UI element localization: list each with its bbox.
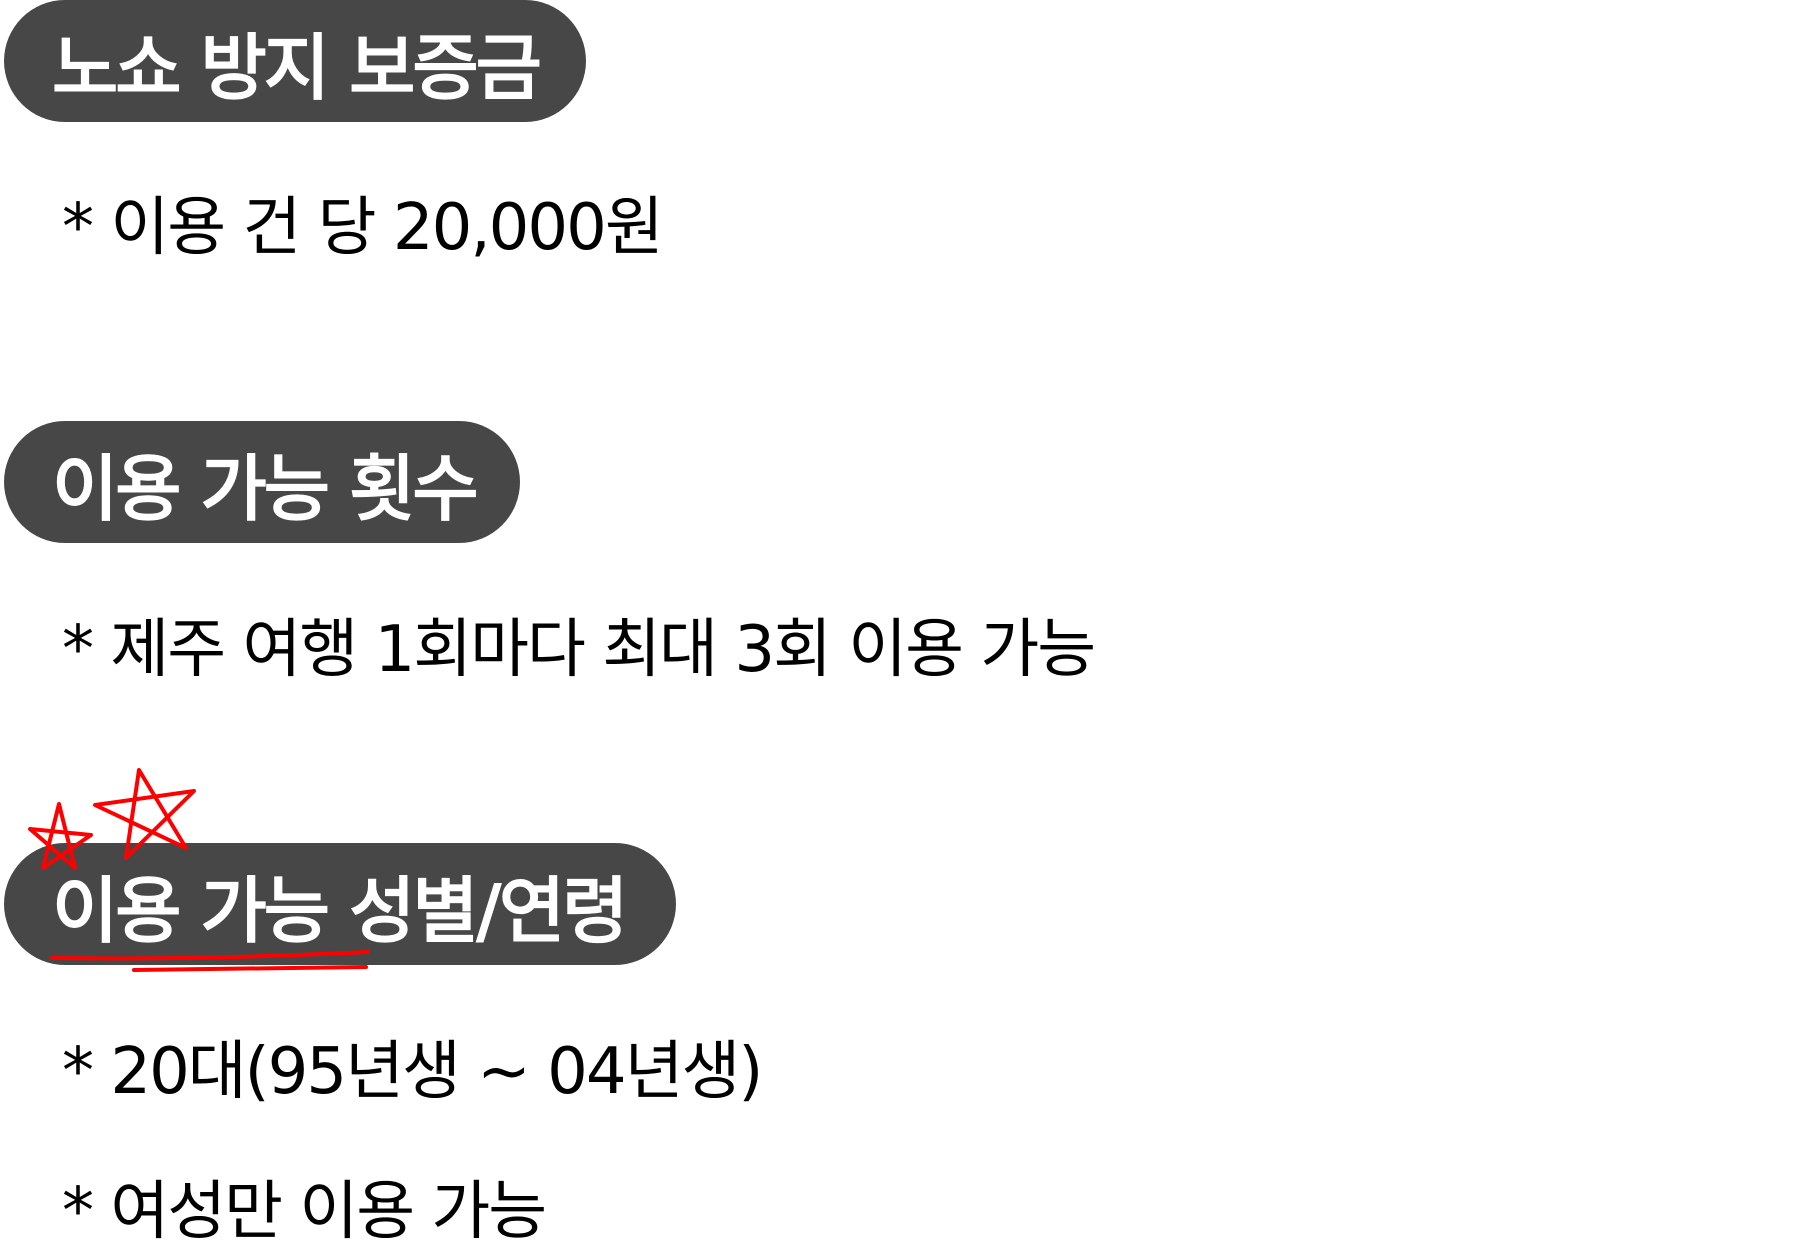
section-heading-gender-age: 이용 가능 성별/연령 — [4, 843, 676, 965]
section-heading-noshow-deposit: 노쇼 방지 보증금 — [4, 0, 586, 122]
deposit-amount-item: * 이용 건 당 20,000원 — [62, 191, 664, 265]
gender-item: * 여성만 이용 가능 — [62, 1175, 547, 1249]
heading-label: 이용 가능 성별/연령 — [52, 868, 628, 953]
usage-count-item: * 제주 여행 1회마다 최대 3회 이용 가능 — [62, 613, 1096, 687]
heading-label: 노쇼 방지 보증금 — [52, 25, 542, 110]
underline-mark — [132, 965, 368, 972]
section-heading-usage-count: 이용 가능 횟수 — [4, 421, 520, 543]
heading-label: 이용 가능 횟수 — [52, 446, 479, 531]
age-range-item: * 20대(95년생 ~ 04년생) — [62, 1035, 763, 1109]
